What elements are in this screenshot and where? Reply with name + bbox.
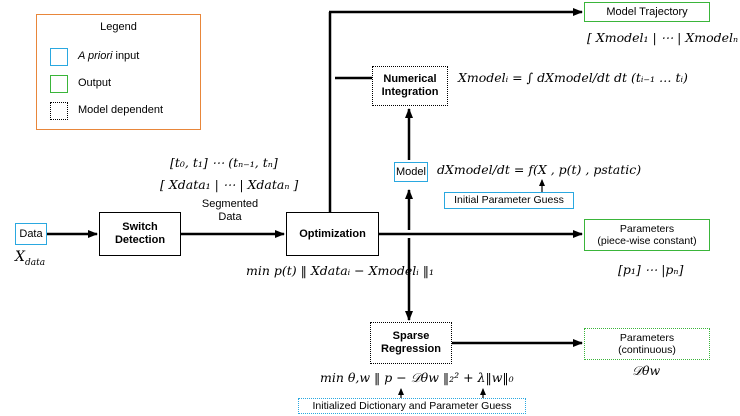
math-continuous-params: 𝒟θw xyxy=(632,363,661,378)
node-parameters-continuous: Parameters (continuous) xyxy=(584,328,710,360)
node-model: Model xyxy=(394,162,428,182)
node-sparse-regression: Sparse Regression xyxy=(370,322,452,364)
math-optimization-objective: min p(t) ‖ Xdataᵢ − Xmodelᵢ ‖₁ xyxy=(246,263,435,278)
node-initialized-dictionary: Initialized Dictionary and Parameter Gue… xyxy=(298,398,526,414)
legend-label-a-priori: A priori input xyxy=(78,50,139,62)
legend-label-model-dependent: Model dependent xyxy=(78,104,164,116)
math-sparse-objective: min θ,w ‖ p − 𝒟θw ‖₂² + λ‖w‖₀ xyxy=(320,370,514,385)
node-data: Data xyxy=(15,223,47,245)
label-segmented-data: Segmented Data xyxy=(201,198,259,223)
node-numerical-integration: Numerical Integration xyxy=(372,66,448,106)
math-data-segments: [ Xdata₁ | ⋯ | Xdataₙ ] xyxy=(160,177,299,192)
math-model-trajectory-set: [ Xmodel₁ | ⋯ | Xmodelₙ ] xyxy=(587,30,740,45)
node-model-trajectory: Model Trajectory xyxy=(584,2,710,22)
legend-a-priori-word: A priori xyxy=(78,50,113,62)
math-time-intervals: [t₀, t₁] ⋯ (tₙ₋₁, tₙ] xyxy=(170,155,278,170)
legend-label-output: Output xyxy=(78,77,112,89)
node-optimization: Optimization xyxy=(286,212,379,256)
node-initial-parameter-guess: Initial Parameter Guess xyxy=(444,192,574,209)
legend-swatch-model-dependent xyxy=(50,102,68,120)
legend-title: Legend xyxy=(100,21,137,33)
node-parameters-piecewise: Parameters (piece-wise constant) xyxy=(584,219,710,251)
node-switch-detection: Switch Detection xyxy=(99,212,181,256)
math-integration-formula: Xmodelᵢ = ∫ dXmodel/dt dt (tᵢ₋₁ … tᵢ) xyxy=(458,70,688,85)
legend-swatch-a-priori xyxy=(50,48,68,66)
math-x-data-letter: X xyxy=(15,249,25,265)
math-model-ode: dXmodel/dt = f(X , p(t) , pstatic) xyxy=(437,162,642,177)
math-x-data: Xdata xyxy=(15,249,45,268)
math-x-data-sub: data xyxy=(24,257,46,268)
math-parameter-set: [p₁] ⋯ |pₙ] xyxy=(618,262,684,277)
legend-box: Legend A priori input Output Model depen… xyxy=(36,14,201,130)
legend-swatch-output xyxy=(50,75,68,93)
legend-a-priori-suffix: input xyxy=(112,50,140,62)
